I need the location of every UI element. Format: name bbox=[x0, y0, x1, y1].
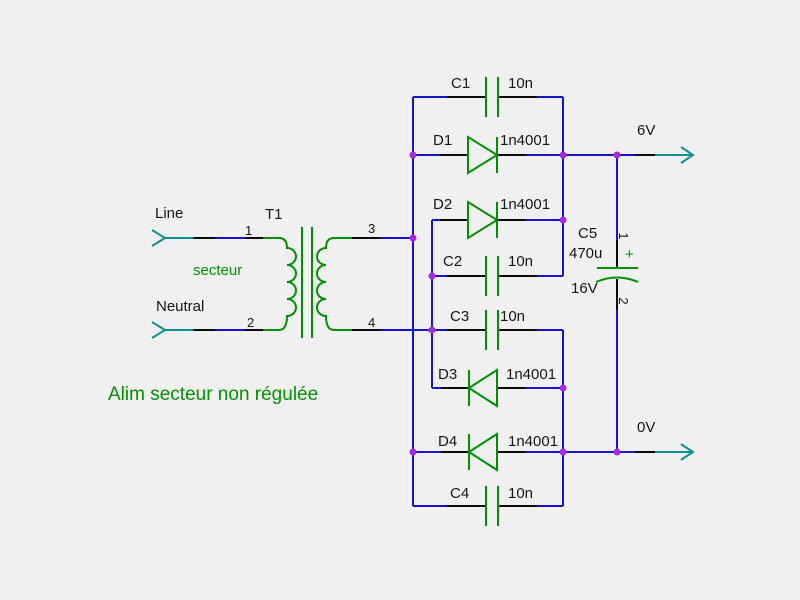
junction-dot bbox=[613, 448, 621, 456]
junction-dots bbox=[409, 151, 621, 456]
c5-polarity-plus-sign: + bbox=[625, 246, 634, 263]
t1-core bbox=[301, 227, 313, 338]
c5-pin2-number: 2 bbox=[616, 297, 631, 304]
d1-triangle bbox=[467, 135, 499, 175]
t1-pin1-number: 1 bbox=[245, 223, 252, 238]
t1-pin4-number: 4 bbox=[368, 315, 375, 330]
c3-value-label: 10n bbox=[500, 308, 525, 325]
pin-leads bbox=[193, 96, 655, 507]
junction-dot bbox=[409, 151, 417, 159]
junction-dot bbox=[428, 272, 436, 280]
t1-primary-winding bbox=[263, 237, 297, 331]
c1-ref-label: C1 bbox=[451, 75, 470, 92]
capacitor-c5-symbol[interactable] bbox=[595, 267, 639, 283]
t1-winding-label: secteur bbox=[193, 262, 242, 279]
junction-dot bbox=[409, 234, 417, 242]
c5-rating-label: 16V bbox=[571, 280, 598, 297]
junction-dot bbox=[559, 384, 567, 392]
c4-ref-label: C4 bbox=[450, 485, 469, 502]
t1-pin2-number: 2 bbox=[247, 315, 254, 330]
d1-ref-label: D1 bbox=[433, 132, 452, 149]
t1-ref-label: T1 bbox=[265, 206, 283, 223]
d4-triangle bbox=[467, 432, 498, 472]
c2-plates bbox=[485, 256, 499, 296]
d3-value-label: 1n4001 bbox=[506, 366, 556, 383]
c5-negative-plate bbox=[595, 276, 639, 283]
c2-ref-label: C2 bbox=[443, 253, 462, 270]
d2-triangle bbox=[467, 200, 499, 240]
c4-plates bbox=[485, 486, 499, 526]
port-line[interactable] bbox=[151, 229, 193, 247]
c1-value-label: 10n bbox=[508, 75, 533, 92]
schematic-title: Alim secteur non régulée bbox=[108, 384, 318, 405]
c3-ref-label: C3 bbox=[450, 308, 469, 325]
port-6v-label: 6V bbox=[637, 122, 655, 139]
port-6v-arrow-icon bbox=[680, 146, 695, 164]
junction-dot bbox=[559, 216, 567, 224]
c1-plates bbox=[485, 77, 499, 117]
c2-value-label: 10n bbox=[508, 253, 533, 270]
junction-dot bbox=[428, 326, 436, 334]
port-neutral-arrow-icon bbox=[151, 321, 167, 339]
c5-value-label: 470u bbox=[569, 245, 602, 262]
capacitor-c1-symbol[interactable] bbox=[485, 77, 499, 117]
capacitor-c4-symbol[interactable] bbox=[485, 486, 499, 526]
d2-ref-label: D2 bbox=[433, 196, 452, 213]
capacitor-c2-symbol[interactable] bbox=[485, 256, 499, 296]
d4-ref-label: D4 bbox=[438, 433, 457, 450]
d3-ref-label: D3 bbox=[438, 366, 457, 383]
c5-pin1-number: 1 bbox=[616, 232, 631, 239]
port-0v-label: 0V bbox=[637, 419, 655, 436]
diode-d3-symbol[interactable] bbox=[467, 368, 498, 408]
t1-pin3-number: 3 bbox=[368, 221, 375, 236]
port-neutral[interactable] bbox=[151, 321, 193, 339]
junction-dot bbox=[409, 448, 417, 456]
port-6v[interactable] bbox=[655, 146, 695, 164]
d4-value-label: 1n4001 bbox=[508, 433, 558, 450]
diode-d1-symbol[interactable] bbox=[467, 135, 499, 175]
c4-value-label: 10n bbox=[508, 485, 533, 502]
port-0v-arrow-icon bbox=[680, 443, 695, 461]
junction-dot bbox=[559, 448, 567, 456]
port-line-arrow-icon bbox=[151, 229, 167, 247]
diode-d2-symbol[interactable] bbox=[467, 200, 499, 240]
junction-dot bbox=[613, 151, 621, 159]
diode-d4-symbol[interactable] bbox=[467, 432, 498, 472]
d3-triangle bbox=[467, 368, 498, 408]
junction-dot bbox=[559, 151, 567, 159]
t1-secondary-winding bbox=[316, 237, 352, 331]
capacitor-c3-symbol[interactable] bbox=[485, 310, 499, 350]
port-line-label: Line bbox=[155, 205, 183, 222]
net-wires bbox=[215, 96, 635, 507]
port-neutral-label: Neutral bbox=[156, 298, 204, 315]
pin-lead-t1-secondary bbox=[352, 237, 380, 331]
port-0v[interactable] bbox=[655, 443, 695, 461]
d2-value-label: 1n4001 bbox=[500, 196, 550, 213]
d1-value-label: 1n4001 bbox=[500, 132, 550, 149]
transformer-t1-symbol[interactable] bbox=[263, 227, 352, 338]
c5-ref-label: C5 bbox=[578, 225, 597, 242]
c3-plates bbox=[485, 310, 499, 350]
